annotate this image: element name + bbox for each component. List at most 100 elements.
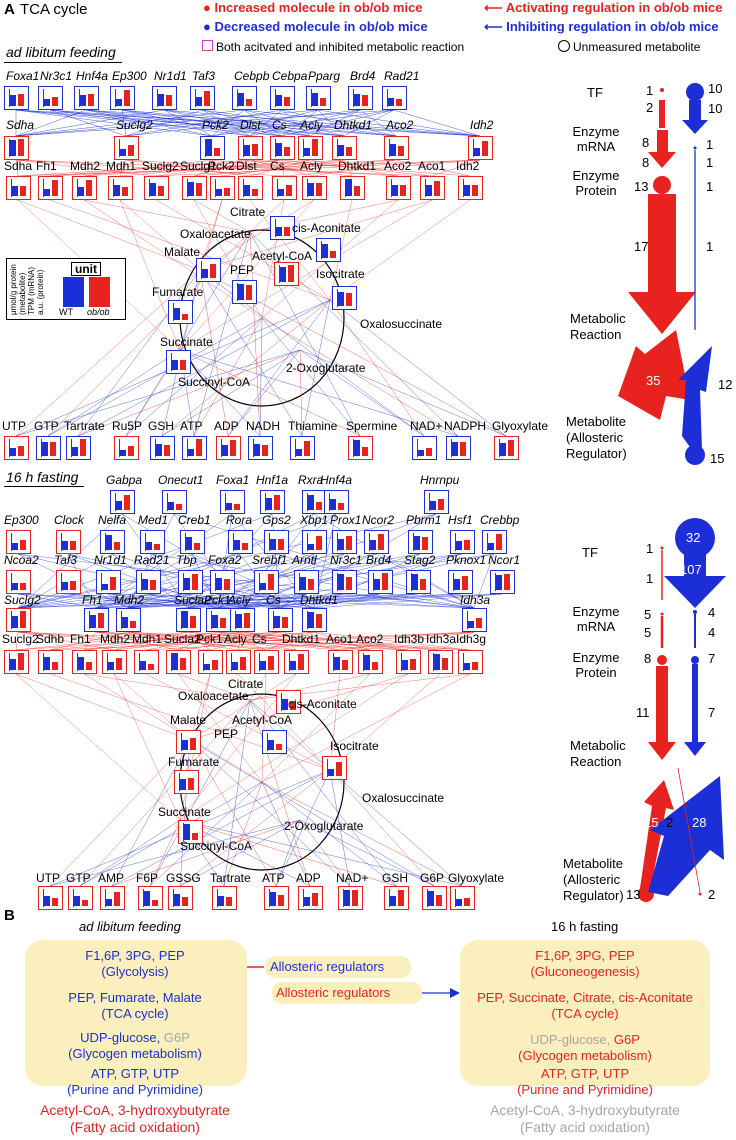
protein-chart (254, 650, 279, 674)
mini-axis (334, 573, 338, 591)
tf-label: Rxra (298, 473, 324, 487)
fast-title-underline (4, 486, 84, 487)
regulator-label: GSH (148, 419, 175, 433)
obob-bar (20, 583, 26, 590)
mini-axis (8, 533, 12, 551)
obob-bar (116, 658, 122, 670)
obob-bar (242, 543, 248, 550)
protein-chart (134, 650, 159, 674)
obob-bar (80, 439, 86, 456)
tf-chart (228, 530, 253, 554)
obob-bar (70, 541, 76, 550)
metabolite-chart (276, 690, 301, 714)
allosteric-left-label: Allosteric regulators (270, 959, 385, 974)
fast-count-red-metabolite-arrow: 15 (644, 815, 659, 830)
regulation-edge (211, 109, 245, 137)
fed-count-red-reaction: 17 (634, 239, 649, 254)
tf-label: Nr3c1 (40, 69, 73, 83)
fast-side-reaction: Metabolic Reaction (570, 738, 626, 769)
wt-bar (354, 440, 360, 456)
regulation-edge (145, 673, 331, 771)
wt-bar (72, 447, 78, 456)
wt-bar (304, 897, 310, 906)
mrna-chart (84, 608, 109, 632)
tf-label: Cebpb (234, 69, 270, 83)
regulation-edge (95, 593, 381, 609)
regulation-edge (17, 553, 241, 609)
wt-bar (308, 495, 314, 510)
regulation-edge (249, 199, 331, 301)
fed-count-red-protein: 13 (634, 179, 649, 194)
fed-count-red-metabolite: 35 (646, 373, 661, 388)
protein-label: Cs (252, 632, 267, 646)
protein-chart (386, 176, 411, 200)
regulation-edge (249, 109, 361, 137)
obob-bar (98, 613, 104, 628)
tf-label: Ncoa2 (4, 553, 39, 567)
mini-axis (240, 179, 244, 197)
obob-bar (122, 187, 128, 196)
tf-chart (382, 86, 407, 110)
regulator-chart (348, 436, 373, 460)
protein-chart (6, 176, 31, 200)
tf-label: Tbp (176, 553, 197, 567)
wt-bar (184, 824, 190, 840)
obob-bar (20, 186, 26, 196)
tf-chart (302, 530, 327, 554)
mini-axis (178, 611, 182, 629)
mini-axis (452, 889, 456, 907)
obob-bar (154, 544, 160, 550)
mini-axis (212, 179, 216, 197)
wt-bar (222, 445, 228, 456)
wt-bar (10, 659, 16, 670)
regulation-edge (121, 109, 311, 137)
metabolite-label: cis-Aconitate (288, 697, 357, 711)
regulation-edge (15, 631, 19, 651)
wt-bar (334, 657, 340, 670)
mrna-label: Idh2 (470, 118, 494, 132)
regulation-edge (473, 553, 495, 609)
regulation-edge (179, 349, 459, 437)
regulation-edge (177, 673, 263, 783)
tf-label: Pbrm1 (406, 513, 442, 527)
wt-bar (172, 653, 178, 670)
fed-count-blue-mrna: 1 (706, 137, 714, 152)
tf-chart (140, 530, 165, 554)
protein-chart (458, 176, 483, 200)
fed-fa-pathway: (Fatty acid oxidation) (70, 1119, 200, 1135)
fast-fatty-acid: Acetyl-CoA, 3-hydroxybutyrate (Fatty aci… (455, 1102, 715, 1136)
mini-axis (240, 139, 244, 157)
obob-bar (114, 542, 120, 550)
tf-chart (110, 86, 135, 110)
protein-label: Suclg1 (180, 159, 217, 173)
regulation-edge (155, 159, 481, 177)
tf-label: Hnrnpu (420, 473, 460, 487)
regulation-edge (317, 109, 481, 137)
tf-label: Cebpa (272, 69, 308, 83)
mini-axis (200, 653, 204, 671)
obob-bar (382, 573, 388, 590)
regulation-edge (179, 673, 409, 821)
fed-side-protein: Enzyme Protein (572, 168, 620, 198)
wt-bar (122, 617, 128, 628)
fast-red-tf-node (660, 546, 664, 550)
regulation-edge (127, 631, 239, 651)
wt-bar (500, 443, 506, 456)
obob-bar (52, 97, 58, 106)
legend-decreased-text: Decreased molecule in ob/ob mice (214, 19, 428, 34)
fast-thin-red-line (677, 767, 701, 893)
fast-highlight-box (460, 940, 710, 1086)
mini-axis (102, 533, 106, 551)
fed-count-red-protein-in: 8 (642, 155, 650, 170)
protein-label: Suclg2 (2, 632, 39, 646)
tf-chart (152, 86, 177, 110)
obob-bar (18, 653, 24, 670)
mrna-chart (462, 608, 487, 632)
obob-bar (284, 147, 290, 156)
obob-bar (462, 576, 468, 590)
regulator-chart (264, 886, 289, 910)
mini-axis (334, 139, 338, 157)
protein-chart (144, 176, 169, 200)
mini-axis (6, 139, 10, 157)
fed-purine: ATP, GTP, UTP (Purine and Pyrimidine) (20, 1066, 250, 1098)
